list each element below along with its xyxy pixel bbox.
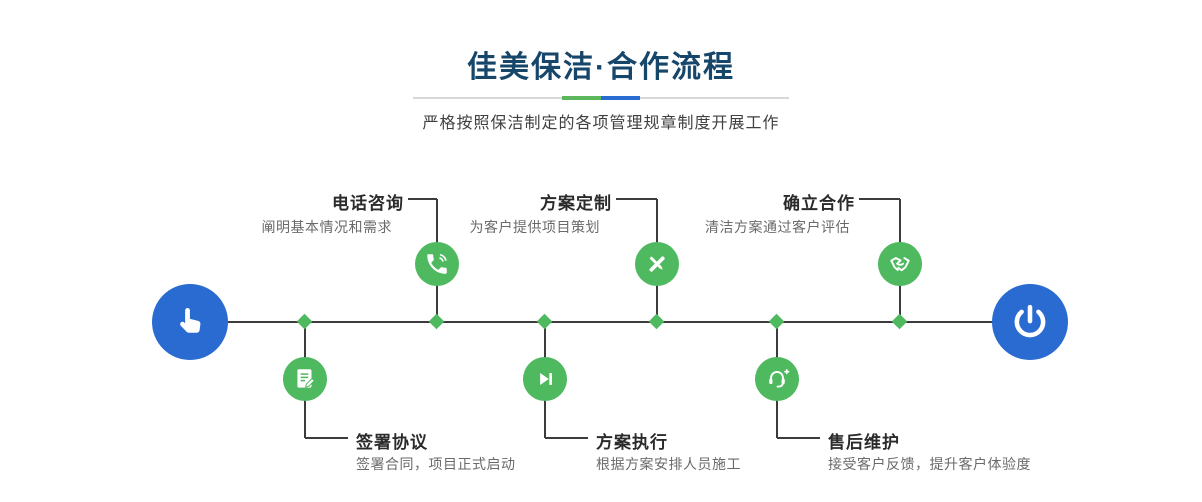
step-node-phone-consult <box>415 242 459 286</box>
pencil-ruler-icon <box>649 256 665 272</box>
connector-line <box>305 437 348 439</box>
step-node-after-sales <box>755 357 799 401</box>
timeline-diamond <box>296 313 313 330</box>
step-desc: 阐明基本情况和需求 <box>261 219 392 235</box>
timeline-diamond <box>648 313 665 330</box>
step-title: 售后维护 <box>828 433 900 452</box>
title-divider <box>413 96 789 100</box>
divider-green-segment <box>562 96 601 100</box>
step-title: 确立合作 <box>783 194 855 213</box>
timeline-diamond <box>891 313 908 330</box>
step-title: 签署协议 <box>356 433 428 452</box>
step-desc: 签署合同，项目正式启动 <box>356 456 516 472</box>
step-desc: 清洁方案通过客户评估 <box>705 219 850 235</box>
divider-blue-segment <box>601 96 640 100</box>
handshake-icon <box>890 257 910 272</box>
connector-line <box>859 198 900 200</box>
step-title: 方案执行 <box>596 433 668 452</box>
connector-line <box>616 198 657 200</box>
step-node-sign-agreement <box>283 357 327 401</box>
headset-plus-icon <box>769 368 790 388</box>
step-desc: 接受客户反馈，提升客户体验度 <box>828 456 1031 472</box>
step-node-plan-customize <box>635 242 679 286</box>
play-step-icon <box>540 373 552 385</box>
timeline-line <box>190 321 1030 323</box>
timeline-diamond <box>768 313 785 330</box>
power-icon <box>1014 304 1046 338</box>
step-title: 电话咨询 <box>332 194 404 213</box>
step-desc: 为客户提供项目策划 <box>469 219 600 235</box>
page-title: 佳美保洁·合作流程 <box>467 51 735 84</box>
step-node-establish-cooperation <box>878 242 922 286</box>
step-desc: 根据方案安排人员施工 <box>596 456 741 472</box>
page-subtitle: 严格按照保洁制定的各项管理规章制度开展工作 <box>422 115 780 132</box>
step-node-plan-execute <box>523 357 567 401</box>
pointing-hand-icon <box>180 308 201 333</box>
end-node <box>992 284 1068 360</box>
step-title: 方案定制 <box>540 194 612 213</box>
document-pen-icon <box>297 369 316 388</box>
timeline-diamond <box>428 313 445 330</box>
connector-line <box>408 198 437 200</box>
phone-icon <box>427 254 447 274</box>
timeline-diamond <box>536 313 553 330</box>
start-node <box>152 284 228 360</box>
connector-line <box>545 437 588 439</box>
connector-line <box>777 437 820 439</box>
